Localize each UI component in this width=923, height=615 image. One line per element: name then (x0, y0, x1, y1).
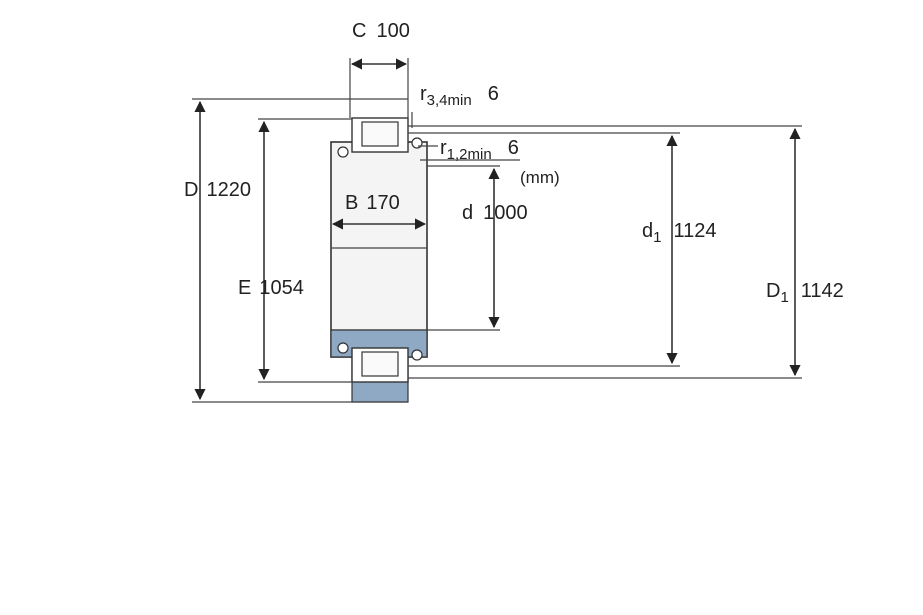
roller-bottom-inner (361, 351, 399, 377)
roller-top-inner (361, 121, 399, 147)
inner-ring-body (330, 141, 428, 358)
unit-label: (mm) (520, 168, 560, 187)
bearing-section (330, 117, 428, 403)
hole-icon (337, 146, 349, 158)
dim-C (349, 58, 409, 118)
dim-E (258, 118, 352, 383)
dim-d (427, 165, 500, 331)
hole-icon (337, 342, 349, 354)
dim-d1 (408, 132, 680, 367)
dim-D (192, 98, 408, 403)
dim-D1 (408, 125, 802, 379)
hole-icon (411, 349, 423, 361)
